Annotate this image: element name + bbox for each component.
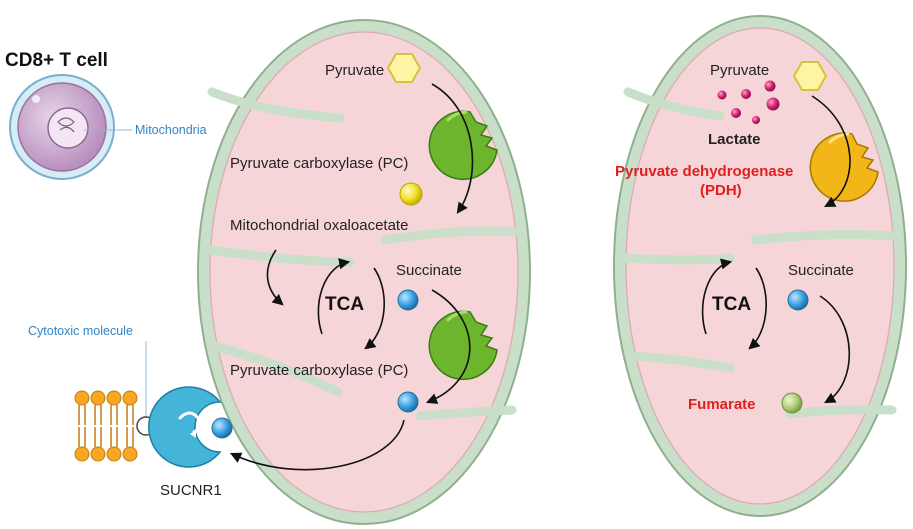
pyruvate-hexagon-left bbox=[386, 53, 422, 83]
succinate-label-left: Succinate bbox=[396, 262, 462, 279]
succinate-label-right: Succinate bbox=[788, 262, 854, 279]
arrow-succinate-through-pc bbox=[425, 289, 471, 404]
pc-label-bottom: Pyruvate carboxylase (PC) bbox=[230, 362, 408, 379]
arrow-oxaloacetate-to-tca bbox=[266, 249, 284, 306]
t-cell-icon bbox=[9, 74, 115, 180]
pc-enzyme-bottom bbox=[428, 310, 498, 381]
oxaloacetate-label: Mitochondrial oxaloacetate bbox=[230, 217, 408, 234]
sucnr1-label: SUCNR1 bbox=[160, 482, 222, 499]
pc-label-top: Pyruvate carboxylase (PC) bbox=[230, 155, 408, 172]
pdh-label-line1: Pyruvate dehydrogenase bbox=[615, 163, 793, 180]
succinate-sphere-exported bbox=[397, 391, 419, 413]
tca-cycle-arc-left-a bbox=[317, 258, 351, 335]
tca-label-right: TCA bbox=[712, 294, 751, 315]
tca-cycle-arc-left-b bbox=[364, 267, 385, 350]
pyruvate-hexagon-right bbox=[792, 61, 828, 91]
left-mitochondrion bbox=[197, 19, 531, 525]
succinate-sphere-right bbox=[787, 289, 809, 311]
fumarate-label: Fumarate bbox=[688, 396, 756, 413]
lactate-label: Lactate bbox=[708, 131, 761, 148]
pyruvate-label-right: Pyruvate bbox=[710, 62, 769, 79]
pyruvate-label-left: Pyruvate bbox=[325, 62, 384, 79]
arrow-pyruvate-to-oxaloacetate bbox=[431, 83, 474, 214]
tca-label-left: TCA bbox=[325, 294, 364, 315]
pdh-enzyme bbox=[809, 132, 879, 202]
arrow-succinate-to-sucnr1 bbox=[229, 419, 405, 471]
mitochondria-label: Mitochondria bbox=[135, 123, 207, 137]
pc-enzyme-top bbox=[428, 110, 498, 181]
tca-cycle-arc-right-b bbox=[748, 267, 767, 350]
pdh-label-line2: (PDH) bbox=[700, 182, 742, 199]
sucnr1-receptor bbox=[148, 386, 222, 468]
membrane-lipid-bilayer bbox=[74, 390, 138, 462]
arrow-pyruvate-through-pdh bbox=[811, 95, 851, 208]
page-title: CD8+ T cell bbox=[5, 50, 108, 71]
right-mitochondrion bbox=[613, 15, 907, 517]
lactate-molecules bbox=[717, 80, 780, 124]
fumarate-sphere bbox=[781, 392, 803, 414]
succinate-sphere-left bbox=[397, 289, 419, 311]
oxaloacetate-sphere bbox=[399, 182, 423, 206]
tca-cycle-arc-right-a bbox=[701, 258, 733, 335]
arrow-succinate-to-fumarate bbox=[819, 295, 851, 404]
succinate-bound-sucnr1 bbox=[211, 417, 233, 439]
cytotoxic-molecule-label: Cytotoxic molecule bbox=[28, 324, 133, 338]
